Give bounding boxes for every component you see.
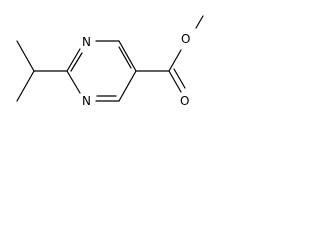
bond-carbonyl-o-double bbox=[173, 68, 186, 89]
bond-c2-n1 bbox=[66, 48, 81, 72]
nitrogen-label-bottom: N bbox=[82, 94, 91, 108]
bond-c6-c5-double bbox=[118, 46, 132, 69]
bond-ether-o-methyl bbox=[195, 15, 204, 29]
bond-methyl-bottom bbox=[16, 70, 35, 102]
bond-methyl-top bbox=[16, 40, 35, 72]
bond-n3-c2 bbox=[66, 70, 81, 94]
bond-c6-c5 bbox=[118, 40, 137, 72]
nitrogen-label-top: N bbox=[82, 35, 91, 49]
oxygen-label-ether: O bbox=[181, 32, 190, 46]
skeletal-formula: N N O O bbox=[16, 15, 204, 108]
bond-c2-n1-double bbox=[70, 52, 83, 72]
oxygen-label-carbonyl: O bbox=[180, 94, 189, 108]
structure-canvas: N N O O bbox=[0, 0, 212, 115]
bond-carbonyl-o bbox=[168, 70, 182, 93]
bond-c5-c4 bbox=[118, 70, 137, 102]
bond-carbonyl-ether-o bbox=[168, 49, 182, 72]
